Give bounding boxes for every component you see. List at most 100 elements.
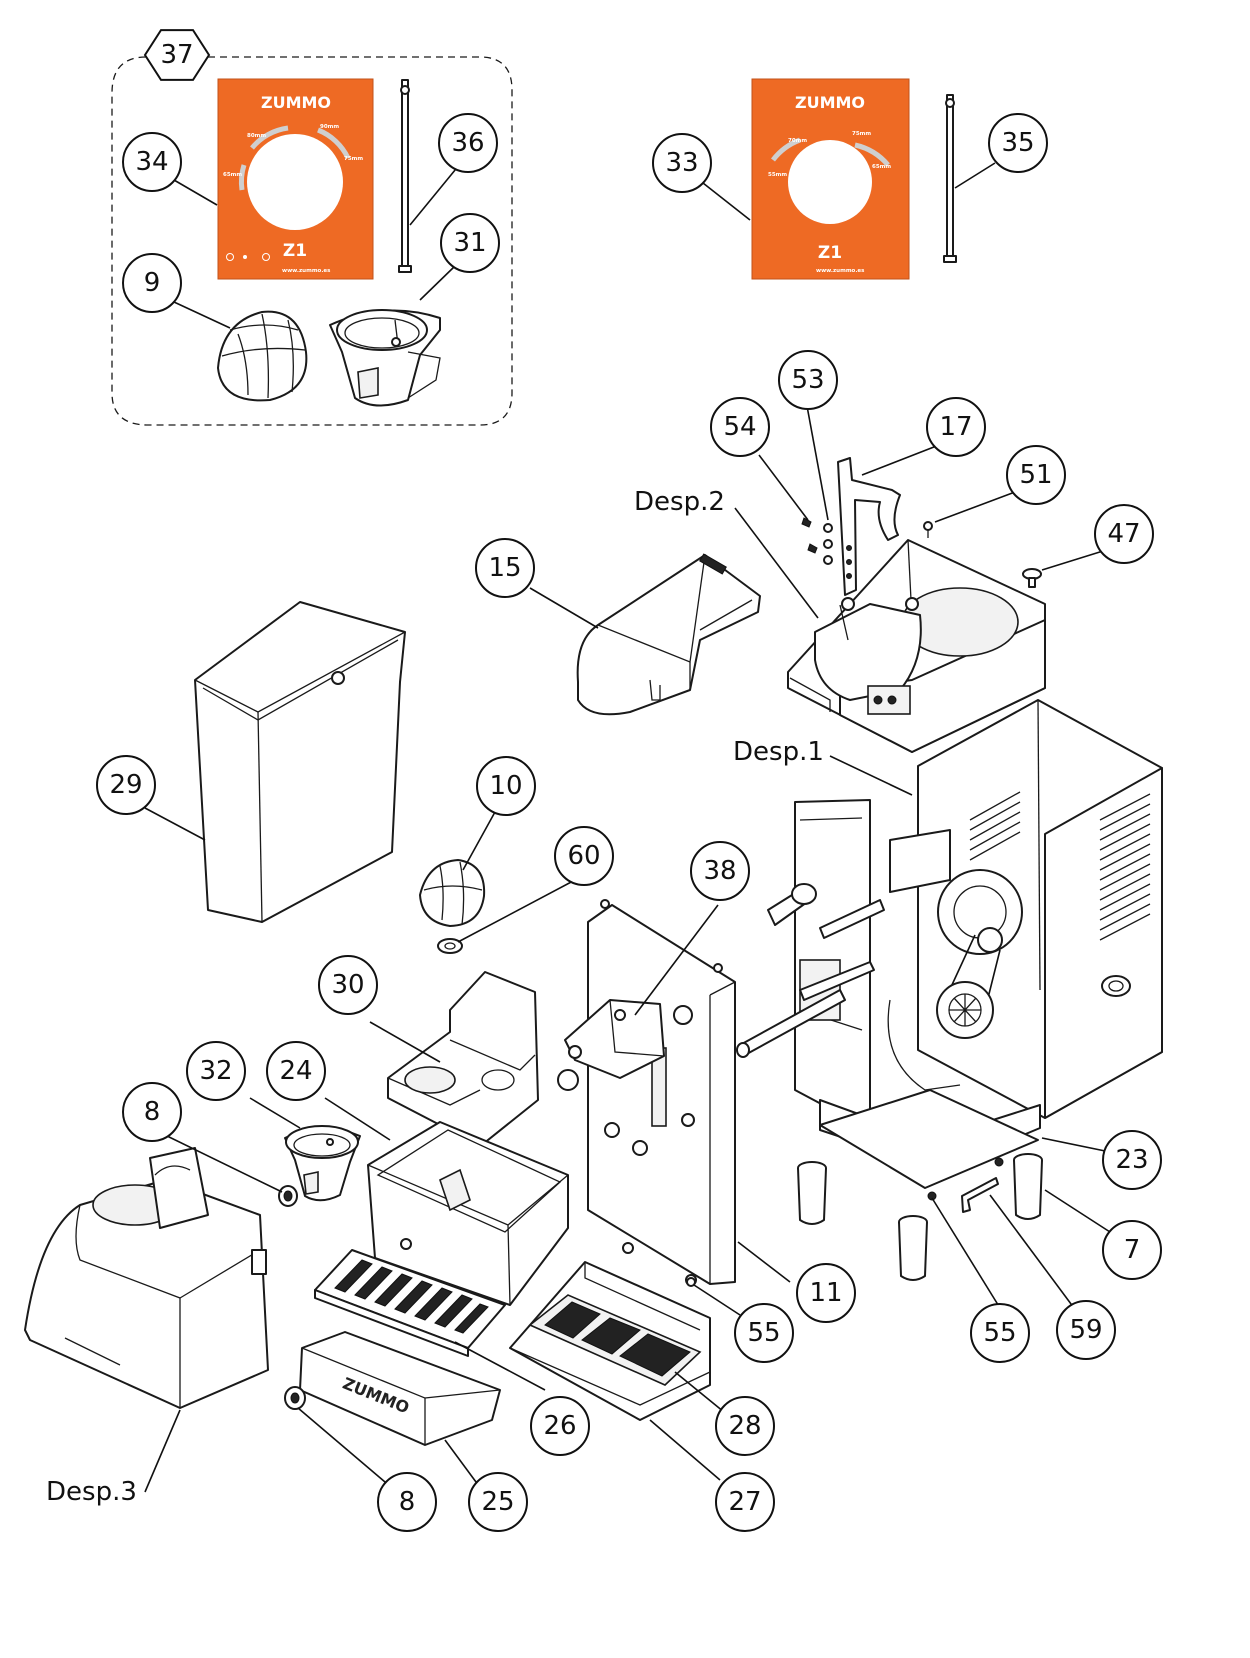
callout-bubble — [778, 350, 838, 410]
callout-bubble — [96, 755, 156, 815]
callout-8: 8 — [377, 1472, 437, 1532]
callout-number: 8 — [399, 1487, 416, 1517]
container-29 — [194, 601, 406, 923]
callout-bubble — [1006, 445, 1066, 505]
callout-bubble — [970, 1303, 1030, 1363]
knob-47 — [1022, 568, 1042, 588]
knob-8-upper — [278, 1185, 298, 1207]
callout-60: 60 — [554, 826, 614, 886]
callout-number: 25 — [481, 1487, 514, 1517]
rod-35 — [943, 94, 957, 263]
sticker-34-size-2: 90mm — [320, 124, 339, 130]
foot-7-b — [1013, 1153, 1043, 1220]
cup-32 — [284, 1125, 361, 1202]
callout-bubble — [734, 1303, 794, 1363]
callout-bubble — [143, 29, 211, 81]
sticker-33-model: Z1 — [818, 243, 842, 263]
callout-number: 29 — [109, 770, 142, 800]
callout-number: 38 — [703, 856, 736, 886]
callout-number: 36 — [451, 128, 484, 158]
vent-slots-right — [1099, 793, 1151, 941]
callout-number: 28 — [728, 1411, 761, 1441]
callout-32: 32 — [186, 1041, 246, 1101]
sticker-33-size-4: 65mm — [872, 164, 891, 170]
bracket-17 — [837, 457, 901, 596]
callout-54: 54 — [710, 397, 770, 457]
foot-7-c — [898, 1215, 928, 1281]
callout-number: 47 — [1107, 519, 1140, 549]
callout-34: 34 — [122, 132, 182, 192]
callout-number: 15 — [488, 553, 521, 583]
rod-36 — [398, 79, 412, 273]
callout-9: 9 — [122, 253, 182, 313]
callout-number: 10 — [489, 771, 522, 801]
callout-bubble — [476, 756, 536, 816]
callout-33: 33 — [652, 133, 712, 193]
callout-55: 55 — [734, 1303, 794, 1363]
callout-bubble — [926, 397, 986, 457]
callout-bubble — [1056, 1300, 1116, 1360]
callout-bubble — [554, 826, 614, 886]
sticker-34-model: Z1 — [283, 241, 307, 261]
callout-number: 9 — [144, 268, 161, 298]
callout-37: 37 — [143, 29, 211, 81]
callout-bubble — [122, 132, 182, 192]
callout-31: 31 — [440, 213, 500, 273]
callout-number: 54 — [723, 412, 756, 442]
callout-bubble — [186, 1041, 246, 1101]
callout-bubble — [475, 538, 535, 598]
callout-bubble — [122, 1082, 182, 1142]
callout-47: 47 — [1094, 504, 1154, 564]
callout-27: 27 — [715, 1472, 775, 1532]
dome-9 — [217, 310, 308, 402]
callout-30: 30 — [318, 955, 378, 1015]
cover-15 — [576, 553, 761, 716]
callout-number: 53 — [791, 365, 824, 395]
callout-number: 24 — [279, 1056, 312, 1086]
callout-35: 35 — [988, 113, 1048, 173]
callout-bubble — [715, 1472, 775, 1532]
grid-26-slots — [334, 1259, 489, 1334]
sticker-icons — [226, 253, 270, 261]
callout-59: 59 — [1056, 1300, 1116, 1360]
top-head-assembly — [787, 539, 1046, 753]
callout-number: 33 — [665, 148, 698, 178]
callout-26: 26 — [530, 1396, 590, 1456]
grid-26 — [314, 1249, 506, 1357]
callout-bubble — [266, 1041, 326, 1101]
drawer-25: ZUMMO — [299, 1331, 501, 1446]
callout-number: 35 — [1001, 128, 1034, 158]
base-plate-23 — [819, 1089, 1039, 1201]
callout-bubble — [468, 1472, 528, 1532]
callout-bubble — [377, 1472, 437, 1532]
callout-number: 8 — [144, 1097, 161, 1127]
kit-37-group — [111, 56, 513, 426]
callout-28: 28 — [715, 1396, 775, 1456]
internal-frame-motor — [736, 799, 1041, 1171]
grid-28 — [528, 1294, 702, 1386]
dome-10 — [419, 859, 486, 927]
side-panel-11 — [587, 899, 736, 1286]
holder-30 — [387, 971, 539, 1149]
sticker-34: ZUMMO 80mm 90mm 65mm 75mm Z1 www.zummo.e… — [217, 78, 374, 280]
callout-bubble — [318, 955, 378, 1015]
callout-number: 11 — [809, 1278, 842, 1308]
label-desp2: Desp.2 — [634, 487, 725, 517]
label-desp3: Desp.3 — [46, 1477, 137, 1507]
callout-25: 25 — [468, 1472, 528, 1532]
callout-10: 10 — [476, 756, 536, 816]
vent-slots-left — [969, 791, 1021, 861]
callout-number: 26 — [543, 1411, 576, 1441]
callout-bubble — [1094, 504, 1154, 564]
callout-number: 37 — [160, 40, 193, 70]
callout-23: 23 — [1102, 1130, 1162, 1190]
callout-bubble — [988, 113, 1048, 173]
callout-bubble — [440, 213, 500, 273]
sticker-33-size-1: 70mm — [788, 138, 807, 144]
callout-number: 51 — [1019, 460, 1052, 490]
screw-55-a — [686, 1277, 696, 1287]
sticker-34-website: www.zummo.es — [282, 268, 331, 274]
callout-number: 31 — [453, 228, 486, 258]
